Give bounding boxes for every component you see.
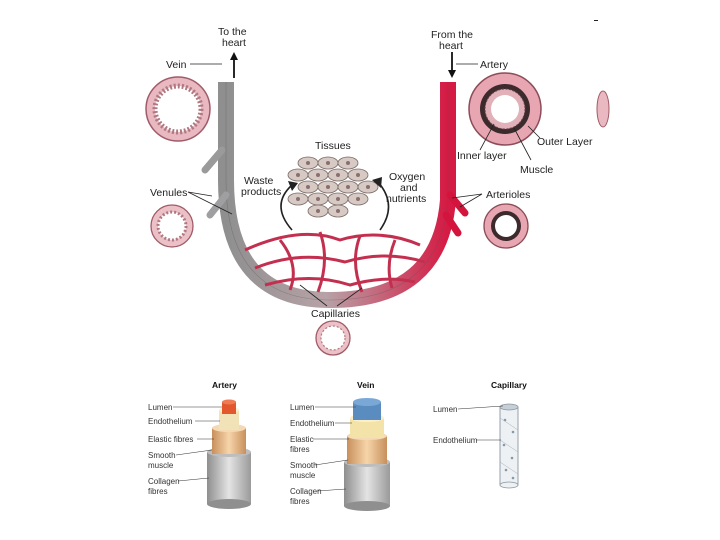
vein-endothelium-label: Endothelium [290, 419, 335, 428]
leader-lines [187, 63, 541, 307]
vein-elastic-label-1: Elastic [290, 435, 314, 444]
arterioles-label: Arterioles [486, 189, 530, 201]
arteriole-branch [442, 211, 462, 237]
tissues-label: Tissues [315, 140, 351, 152]
arteriole-cross-section [483, 203, 529, 249]
vein-elastic-label-2: fibres [290, 445, 310, 454]
capillary-endothelium-label: Endothelium [433, 436, 478, 445]
vein-smooth-label-2: muscle [290, 471, 316, 480]
from-heart-label-2: heart [439, 40, 463, 52]
oxygen-label-1: Oxygen [389, 171, 425, 183]
to-heart-label-2: heart [222, 37, 246, 49]
from-heart-label-1: From the [431, 29, 473, 41]
vein-title: Vein [357, 380, 374, 390]
vein-collagen-label-2: fibres [290, 497, 310, 506]
capillaries-label: Capillaries [311, 308, 360, 320]
vein-collagen-label-1: Collagen [290, 487, 322, 496]
waste-arrow [280, 184, 293, 231]
oxygen-arrowhead [372, 177, 382, 188]
artery-lumen-label: Lumen [148, 403, 172, 412]
capillary-network [244, 231, 426, 293]
vein-structure [344, 398, 390, 511]
artery-smooth-label-1: Smooth [148, 451, 176, 460]
capillary-structure [499, 403, 519, 489]
artery-leaders [173, 406, 222, 482]
vein-leaders [313, 406, 356, 492]
tissue-cells [287, 156, 379, 218]
capillary-cross-section [315, 320, 351, 356]
artery-elastic-label: Elastic fibres [148, 435, 193, 444]
to-heart-arrowhead [230, 52, 238, 60]
venules-label: Venules [150, 187, 187, 199]
waste-arrowhead [288, 181, 298, 191]
capillary-lumen-label: Lumen [433, 405, 457, 414]
artery-title: Artery [212, 380, 237, 390]
vein-label: Vein [166, 59, 187, 71]
muscle-label: Muscle [520, 164, 553, 176]
to-heart-label-1: To the [218, 26, 247, 38]
vein-cross-section [145, 76, 211, 142]
venule-cross-section [150, 204, 194, 248]
vein-smooth-label-1: Smooth [290, 461, 318, 470]
waste-label-1: Waste [244, 175, 274, 187]
artery-endothelium-label: Endothelium [148, 417, 193, 426]
artery-smooth-label-2: muscle [148, 461, 174, 470]
waste-label-2: products [241, 186, 281, 198]
stray-mark [594, 20, 598, 21]
artery-collagen-label-1: Collagen [148, 477, 180, 486]
artery-structure [207, 399, 251, 509]
artery-label: Artery [480, 59, 509, 71]
vessel-loop [201, 82, 469, 309]
inner-layer-label: Inner layer [457, 150, 507, 162]
venule-branch [206, 191, 230, 219]
outer-layer-label: Outer Layer [537, 136, 593, 148]
vein-lumen-label: Lumen [290, 403, 314, 412]
oxygen-label-3: nutrients [386, 193, 426, 205]
partial-cross-section-edge [596, 90, 610, 128]
oxygen-label-2: and [400, 182, 418, 194]
oxygen-arrow [377, 181, 390, 231]
venule-branch [201, 146, 226, 174]
artery-cross-section [468, 72, 542, 146]
artery-collagen-label-2: fibres [148, 487, 168, 496]
capillary-leaders [457, 405, 504, 441]
capillary-title: Capillary [491, 380, 527, 390]
from-heart-arrowhead [448, 70, 456, 78]
